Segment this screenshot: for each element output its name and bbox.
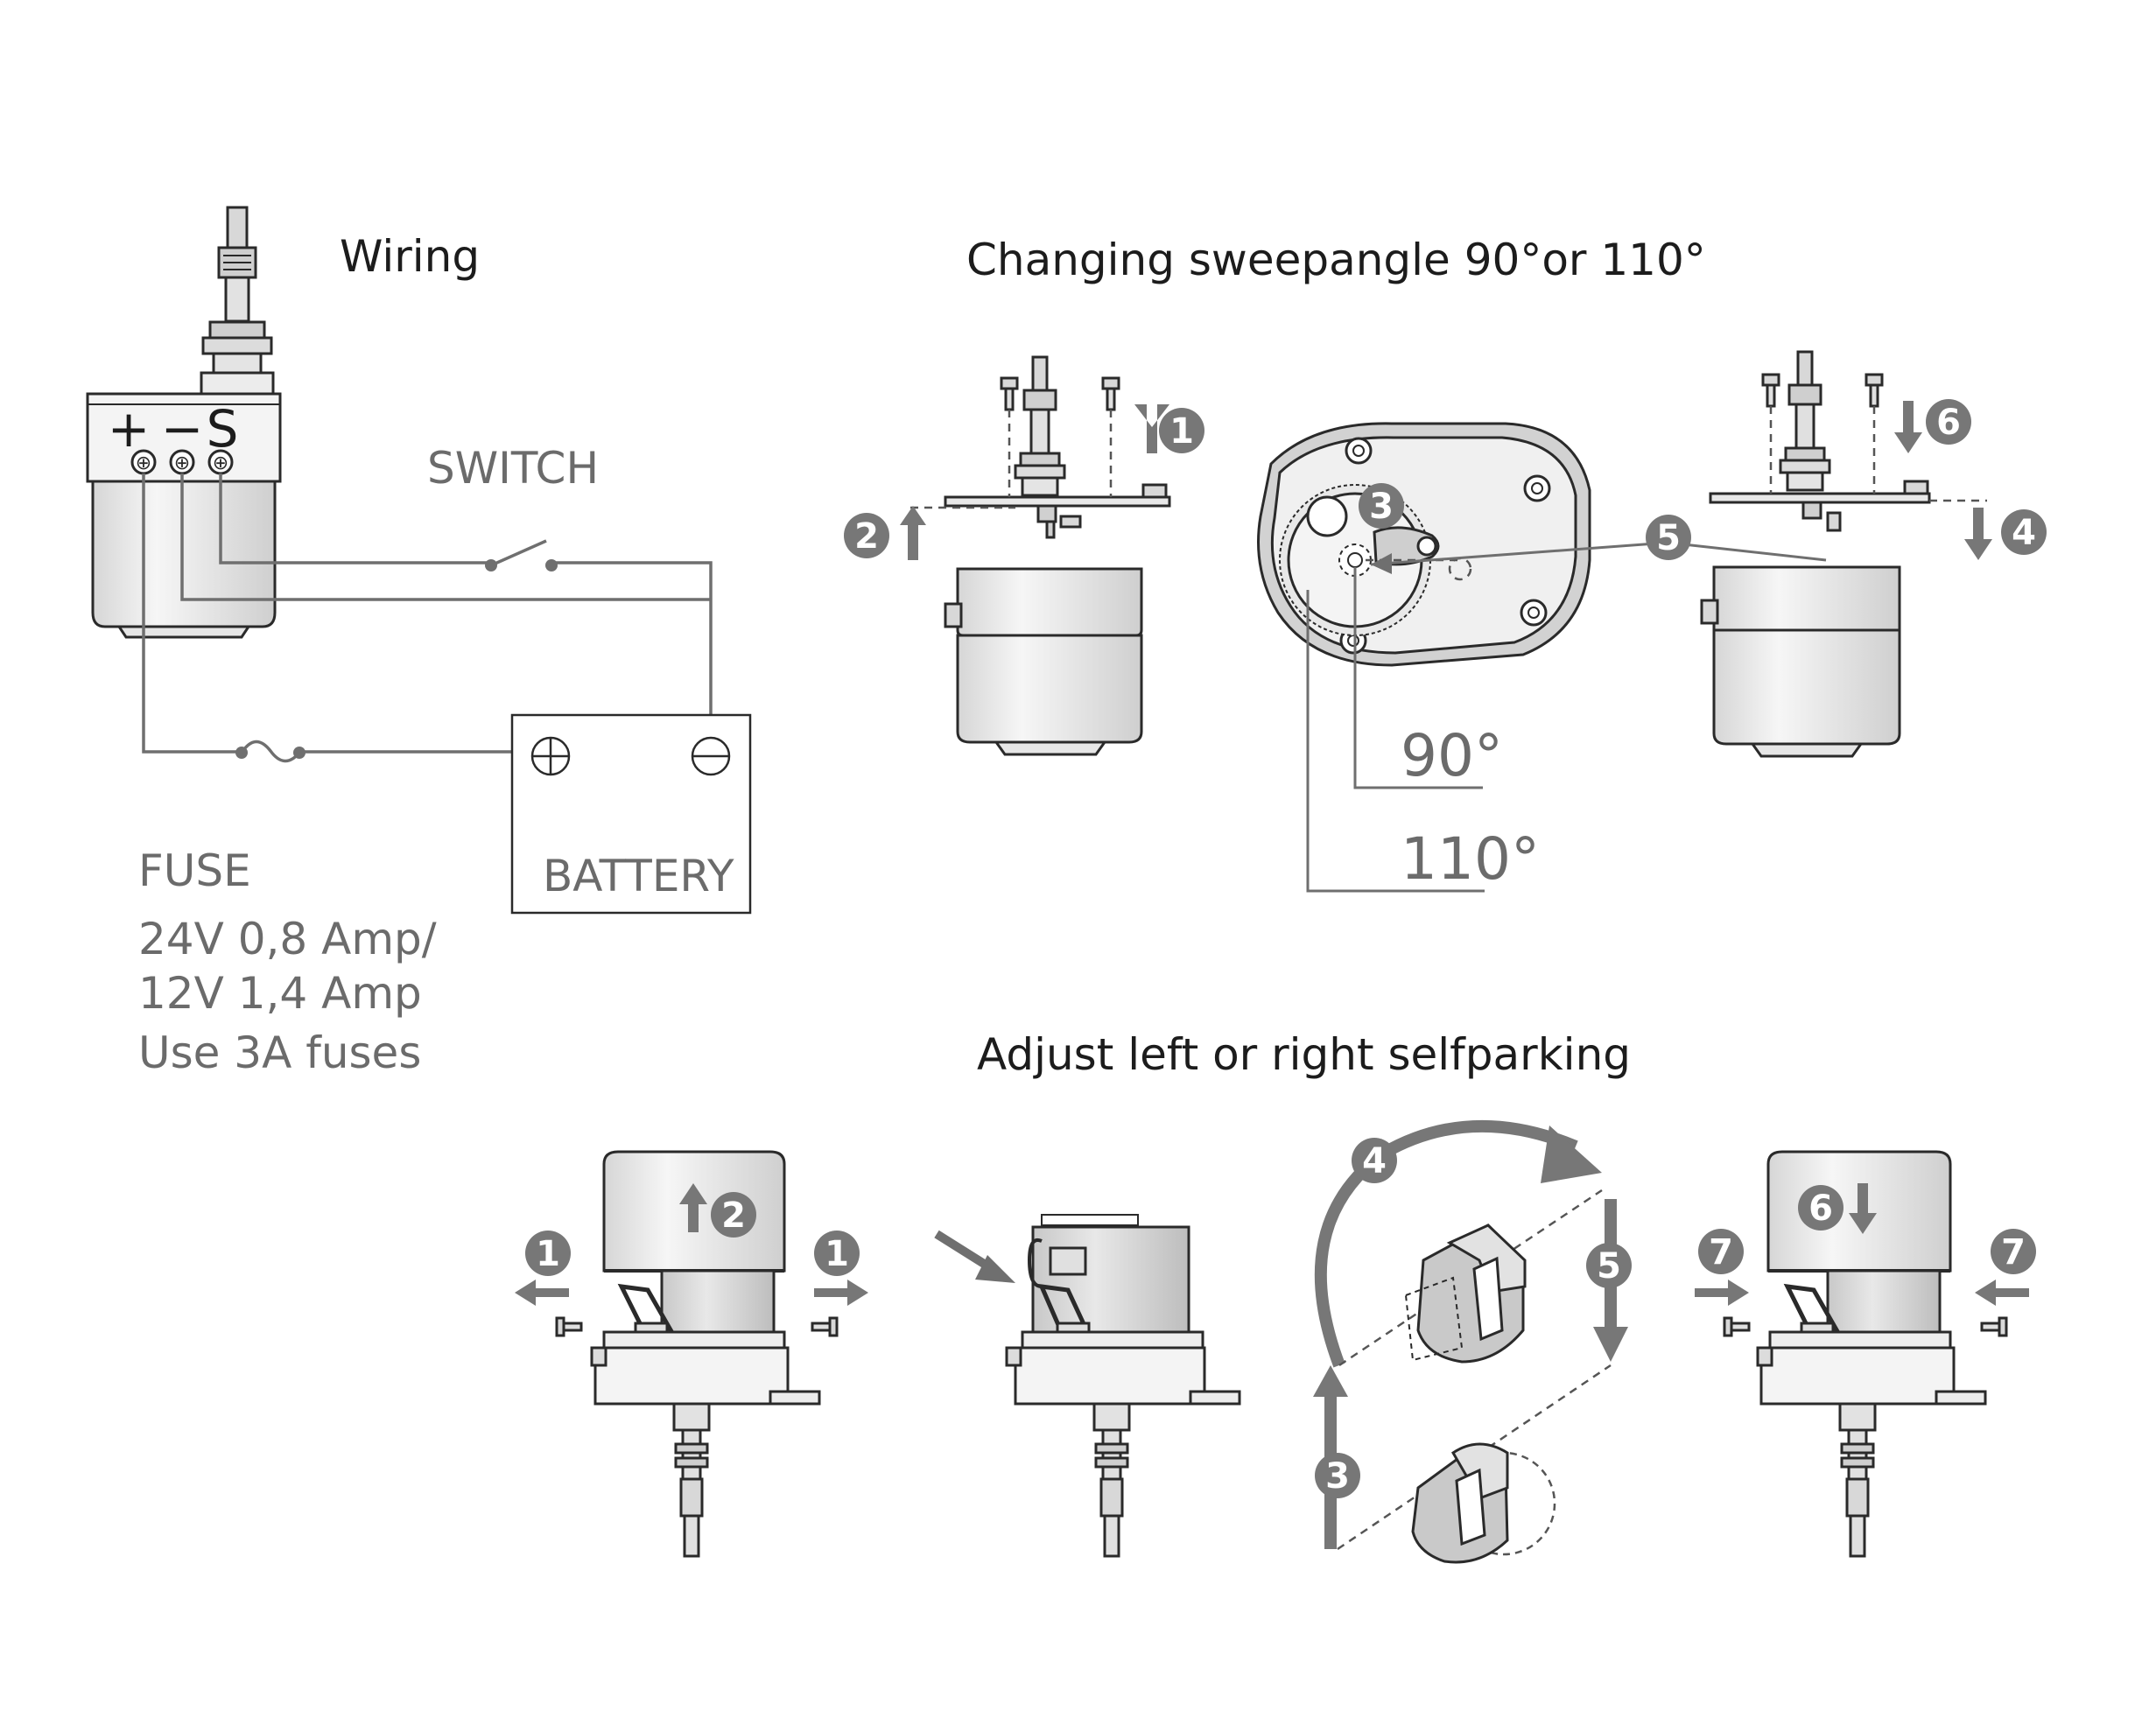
step-badges: 1 2 3 4 5 6 1 1 2 3 4 5 6 7 7: [525, 399, 2047, 1498]
badge-sweep-5: 5: [1646, 515, 1691, 560]
badge-park-7b: 7: [1991, 1229, 2036, 1274]
svg-text:⊕: ⊕: [174, 452, 190, 474]
terminal-screw-plus: ⊕: [130, 449, 157, 475]
badge-park-5: 5: [1586, 1243, 1632, 1288]
arrow-down-6b: [1849, 1183, 1877, 1234]
sweep-title: Changing sweepangle 90°or 110°: [966, 235, 1706, 285]
svg-text:1: 1: [825, 1234, 849, 1274]
cam-illustration: [1313, 1119, 1628, 1564]
parking-motor-1: [515, 1150, 868, 1558]
battery-label: BATTERY: [543, 851, 734, 901]
svg-text:5: 5: [1597, 1246, 1621, 1287]
badge-park-1a: 1: [525, 1231, 571, 1276]
screw-right-icon: [811, 1316, 839, 1337]
arrow-right-1: [814, 1280, 868, 1306]
battery-positive-icon: [530, 736, 571, 776]
terminal-screw-minus: ⊕: [169, 449, 195, 475]
arrow-left-7: [1975, 1280, 2029, 1306]
fuse-spec-24v: 24V 0,8 Amp/: [138, 914, 437, 964]
svg-text:6: 6: [1808, 1189, 1833, 1229]
arrow-down-6: [1894, 401, 1922, 453]
svg-text:6: 6: [1936, 403, 1961, 443]
screw-left-b: [1101, 376, 1120, 411]
badge-sweep-3: 3: [1359, 483, 1404, 529]
badge-park-7a: 7: [1698, 1229, 1744, 1274]
arrow-up-2b: [679, 1183, 707, 1232]
badge-park-4: 4: [1352, 1138, 1397, 1183]
parking-motor-4: [1695, 1150, 2029, 1558]
badge-park-2: 2: [711, 1192, 756, 1238]
svg-text:5: 5: [1656, 518, 1681, 558]
arrow-left-1: [515, 1280, 569, 1306]
badge-park-3: 3: [1315, 1453, 1360, 1498]
svg-text:2: 2: [721, 1196, 746, 1236]
fuse-spec-note: Use 3A fuses: [138, 1027, 421, 1078]
screw-left-a: [1000, 376, 1019, 411]
sweep-motor-right: [1700, 350, 1992, 758]
angle-110-label: 110°: [1401, 825, 1540, 893]
parking-title: Adjust left or right selfparking: [977, 1029, 1631, 1080]
svg-text:7: 7: [1709, 1232, 1733, 1273]
svg-text:1: 1: [1169, 411, 1194, 452]
badge-park-1b: 1: [814, 1231, 860, 1276]
badge-sweep-1: 1: [1159, 408, 1204, 453]
screw-left-icon-4: [1723, 1316, 1751, 1337]
arrow-right-7: [1695, 1280, 1749, 1306]
screw-right-b: [1865, 373, 1884, 408]
switch-label: SWITCH: [427, 443, 599, 494]
battery-negative-icon: [691, 736, 731, 776]
svg-text:⊕: ⊕: [213, 452, 228, 474]
sweep-angle-section: Changing sweepangle 90°or 110°: [900, 235, 1992, 893]
svg-text:3: 3: [1325, 1456, 1350, 1497]
svg-text:4: 4: [2012, 513, 2036, 553]
wiring-motor: + − S ⊕ ⊕ ⊕: [86, 206, 282, 639]
screw-right-icon-4: [1980, 1316, 2008, 1337]
battery: BATTERY: [510, 713, 752, 915]
svg-text:1: 1: [536, 1234, 560, 1274]
parking-motor-2: [934, 1214, 1241, 1558]
arrow-up-2: [900, 506, 926, 560]
selfparking-section: Adjust left or right selfparking: [515, 1029, 2029, 1564]
sweep-motor-left: [900, 355, 1171, 756]
wiring-title: Wiring: [340, 231, 480, 282]
arrow-up-1: [1134, 404, 1169, 453]
svg-text:⊕: ⊕: [136, 452, 151, 474]
switch-symbol: [485, 539, 558, 571]
screw-left-icon: [555, 1316, 583, 1337]
screw-right-a: [1761, 373, 1780, 408]
svg-text:3: 3: [1369, 487, 1394, 527]
switch-terminal-label: S: [207, 399, 239, 459]
fuse-symbol: [235, 740, 305, 763]
badge-sweep-2: 2: [844, 513, 889, 558]
arrow-down-4: [1964, 508, 1992, 560]
badge-park-6: 6: [1798, 1185, 1843, 1231]
plus-terminal-label: +: [108, 399, 151, 459]
svg-text:7: 7: [2001, 1232, 2026, 1273]
minus-terminal-label: −: [161, 399, 204, 459]
fuse-spec-12v: 12V 1,4 Amp: [138, 968, 422, 1019]
svg-text:2: 2: [854, 516, 879, 557]
terminal-screw-switch: ⊕: [207, 449, 234, 475]
fuse-label: FUSE: [138, 845, 251, 896]
svg-text:4: 4: [1362, 1141, 1387, 1182]
badge-sweep-6: 6: [1926, 399, 1971, 445]
wires: [142, 473, 713, 754]
angle-90-label: 90°: [1401, 722, 1503, 789]
gearbox: [1257, 422, 1827, 893]
wiring-section: Wiring + − S ⊕ ⊕ ⊕: [86, 206, 752, 1078]
badge-sweep-4: 4: [2001, 509, 2047, 555]
pointer-arrow: [934, 1230, 1015, 1283]
